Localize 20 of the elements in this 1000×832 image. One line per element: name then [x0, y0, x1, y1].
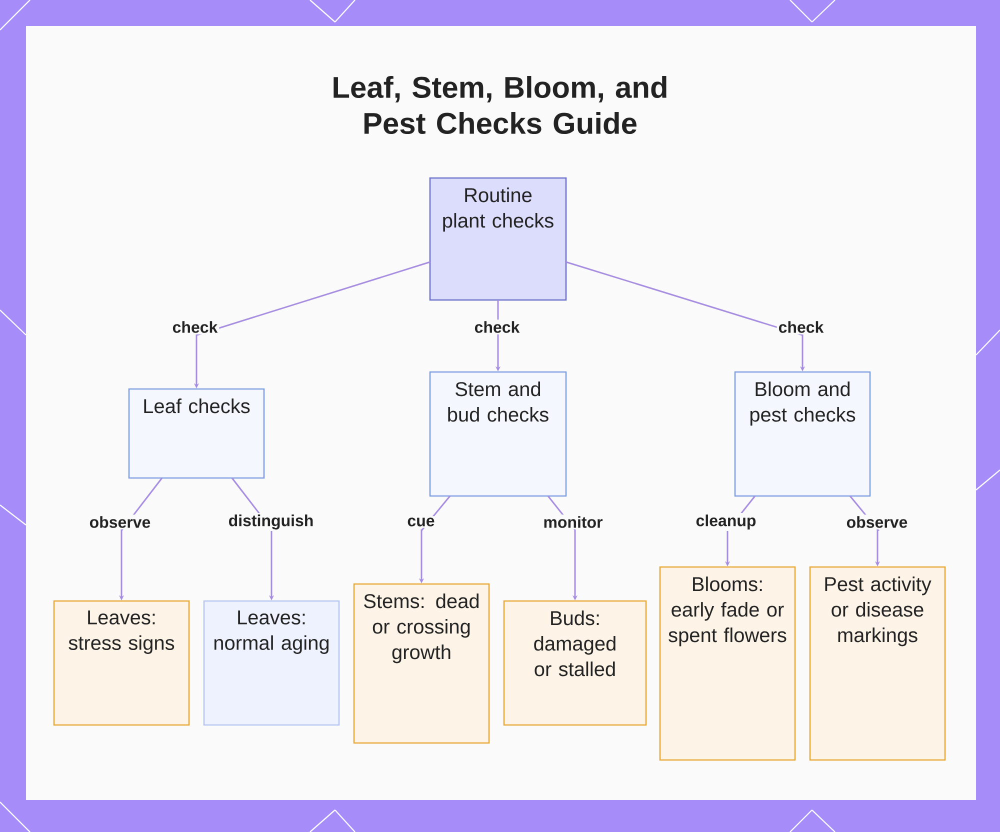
edge-label: observe: [88, 514, 152, 530]
process-box: Routine plant checks: [429, 177, 567, 301]
process-box: Leaves: stress signs: [53, 600, 190, 726]
process-box: Stems: dead or crossing growth: [353, 583, 490, 744]
title: Leaf, Stem, Bloom, and Pest Checks Guide: [334, 76, 666, 134]
process-box: Pest activity or disease markings: [809, 566, 946, 761]
edge-label: monitor: [542, 514, 604, 530]
process-box: Leaf checks: [128, 388, 265, 479]
process-box: Buds: damaged or stalled: [503, 600, 647, 726]
process-box: Bloom and pest checks: [734, 371, 871, 497]
edge-label: check: [472, 320, 522, 334]
process-box: Leaves: normal aging: [203, 600, 340, 726]
edge-label: check: [776, 320, 826, 334]
edge-label: observe: [844, 514, 910, 530]
edge-label: distinguish: [226, 513, 316, 531]
process-box: Blooms: early fade or spent flowers: [659, 566, 796, 761]
edge-label: check: [170, 320, 220, 334]
edge-label: cleanup: [694, 513, 758, 531]
edge-label: cue: [406, 516, 436, 528]
process-box: Stem and bud checks: [429, 371, 567, 497]
